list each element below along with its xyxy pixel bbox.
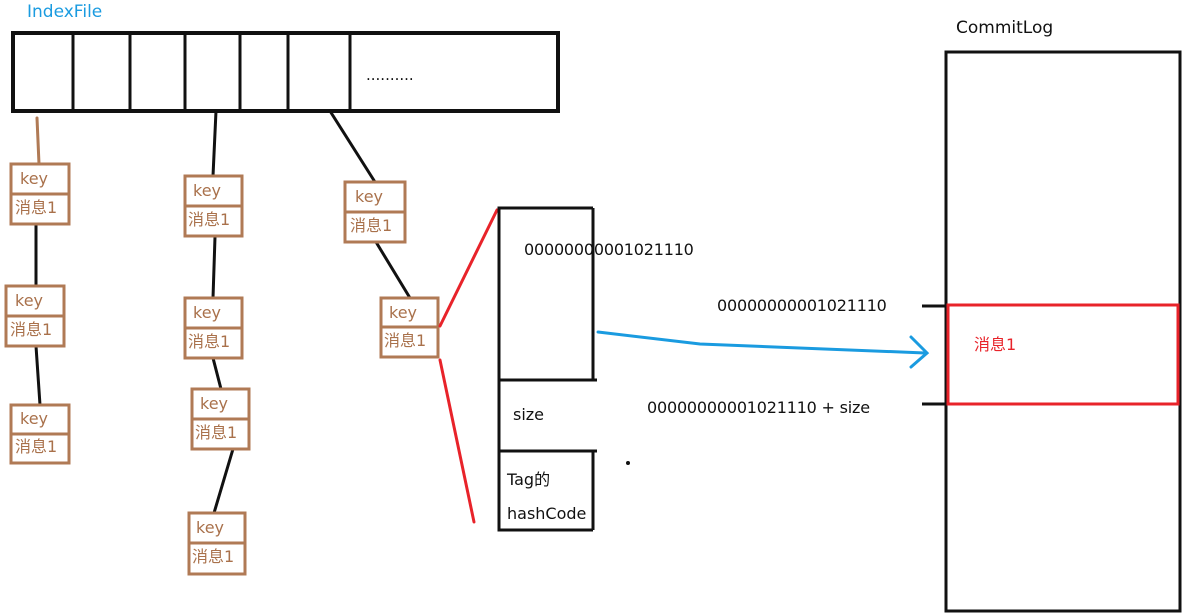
offset-pointer-head: [909, 335, 930, 369]
zoom-lines: [438, 208, 499, 524]
index-file-slots: [11, 31, 560, 113]
entry-offset-value: 00000000001021110: [524, 240, 694, 259]
node-key-label: key: [20, 169, 49, 188]
node-link: [211, 235, 217, 300]
chain-links: [34, 109, 412, 515]
entry-tag-hash-label-line2: hashCode: [507, 506, 587, 522]
chain-nodes: [4, 162, 440, 576]
index-slot-strip: [11, 31, 560, 113]
commit-log-start-offset: 00000000001021110: [717, 296, 887, 315]
node-key-label: key: [200, 394, 229, 413]
node-key-label: key: [196, 518, 225, 537]
zoom-line-top: [438, 208, 499, 328]
zoom-line-bottom: [438, 358, 476, 524]
node-message-label: 消息1: [195, 423, 238, 442]
index-entry: [497, 206, 597, 532]
commit-log-message-label: 消息1: [974, 335, 1017, 354]
node-key-label: key: [15, 291, 44, 310]
offset-pointer-shaft: [596, 330, 927, 355]
node-key-label: key: [193, 181, 222, 200]
commit-log: [922, 50, 1182, 613]
node-message-label: 消息1: [192, 547, 235, 566]
slot-to-node-link: [211, 109, 218, 178]
node-message-label: 消息1: [384, 331, 427, 350]
node-key-label: key: [355, 187, 384, 206]
offset-pointer-arrow: [596, 330, 930, 369]
node-link: [34, 344, 42, 407]
node-message-label: 消息1: [188, 332, 231, 351]
node-message-label: 消息1: [188, 210, 231, 229]
node-message-label: 消息1: [10, 320, 53, 339]
index-entry-outline: [497, 206, 593, 532]
slot-to-node-link: [35, 116, 41, 166]
node-message-label: 消息1: [350, 216, 393, 235]
node-link: [374, 240, 412, 300]
stray-dot: [626, 461, 630, 465]
node-message-label: 消息1: [15, 437, 58, 456]
entry-size-label: size: [513, 405, 545, 424]
slot-ellipsis: ..........: [366, 66, 414, 84]
entry-tag-hash-label-line1: Tag的: [507, 470, 551, 489]
node-key-label: key: [193, 303, 222, 322]
commit-log-title: CommitLog: [956, 18, 1054, 38]
index-file-title: IndexFile: [27, 2, 103, 22]
node-key-label: key: [389, 303, 418, 322]
commit-log-box: [944, 50, 1182, 613]
commit-log-message-region: [946, 303, 1180, 406]
node-message-label: 消息1: [15, 198, 58, 217]
node-key-label: key: [20, 409, 49, 428]
node-link: [211, 356, 223, 391]
slot-to-node-link: [328, 109, 377, 184]
node-link: [212, 447, 235, 515]
commit-log-end-offset: 00000000001021110 + size: [647, 398, 870, 417]
